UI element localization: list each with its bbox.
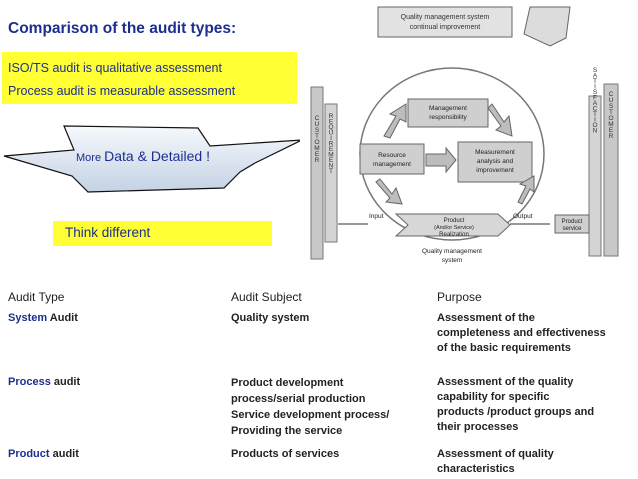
row-product-subject: Products of services: [231, 447, 339, 462]
row-process-subject: Product development process/serial produ…: [231, 375, 389, 439]
product-line-2: (And/or Service): [434, 225, 474, 231]
assessment-line-iso: ISO/TS audit is qualitative assessment: [8, 61, 222, 75]
row-process-type-rest: audit: [50, 376, 81, 388]
row-product-purpose-line: Assessment of quality: [437, 448, 554, 460]
header-audit-subject: Audit Subject: [231, 290, 302, 304]
row-process-purpose-line: Assessment of the quality: [437, 376, 574, 388]
row-system-purpose-line: of the basic requirements: [437, 342, 571, 354]
row-process-purpose: Assessment of the quality capability for…: [437, 375, 594, 435]
measurement-line-3: improvement: [476, 167, 514, 174]
header-purpose: Purpose: [437, 290, 482, 304]
arrow-resource-to-management: [383, 103, 407, 139]
row-process-purpose-line: capability for specific: [437, 391, 550, 403]
assessment-box: ISO/TS audit is qualitative assessment P…: [2, 52, 297, 104]
arrow-product-to-measurement: [517, 175, 535, 205]
row-system-subject-line: Quality system: [231, 312, 310, 324]
banner-line-1: Quality management system: [401, 14, 490, 21]
qms-line-1: Quality management: [422, 248, 482, 255]
customer-left-label: CUSTOMER: [314, 115, 321, 163]
callout-shape: [3, 125, 300, 193]
output-label: Output: [513, 213, 533, 220]
row-product-purpose: Assessment of quality characteristics: [437, 447, 554, 477]
resource-management-box: Resource management: [359, 143, 425, 175]
product-realization-arrow: [394, 213, 511, 237]
row-system-subject: Quality system: [231, 311, 309, 326]
customer-bar-right: [603, 83, 619, 257]
callout-big-text: Data & Detailed !: [104, 148, 210, 164]
row-process-purpose-line: products /product groups and: [437, 406, 595, 418]
row-product-type: Product audit: [8, 447, 79, 462]
product-line-1: Product: [444, 218, 465, 224]
think-different-text: Think different: [65, 225, 151, 240]
qms-line-2: system: [442, 257, 463, 264]
resource-line-1: Resource: [378, 152, 406, 159]
product-service-box: [554, 214, 590, 234]
requirement-bar: [324, 103, 338, 243]
row-system-type: System Audit: [8, 311, 78, 326]
customer-bar-left: [310, 86, 324, 260]
row-process-type-keyword: Process: [8, 376, 51, 388]
row-product-purpose-line: characteristics: [437, 463, 515, 475]
assessment-line-process: Process audit is measurable assessment: [8, 84, 236, 98]
management-line-2: responsibility: [429, 114, 467, 121]
management-line-1: Management: [429, 105, 467, 112]
row-system-type-keyword: System: [8, 312, 48, 324]
row-system-purpose-line: Assessment of the: [437, 312, 535, 324]
row-system-purpose: Assessment of the completeness and effec…: [437, 311, 606, 356]
arrow-resource-to-measurement: [425, 146, 457, 174]
row-system-purpose-line: completeness and effectiveness: [437, 327, 606, 339]
product-service-line-1: Product: [562, 219, 583, 225]
callout-text: More Data & Detailed !: [76, 148, 210, 166]
row-product-type-keyword: Product: [8, 448, 50, 460]
row-process-subject-line: Service development process/: [231, 409, 390, 421]
think-different-box: Think different: [53, 221, 272, 246]
measurement-analysis-box: Measurement analysis and improvement: [457, 141, 533, 183]
header-audit-type: Audit Type: [8, 290, 65, 304]
process-model-diagram: Quality management system continual impr…: [310, 6, 619, 264]
management-responsibility-box: Management responsibility: [407, 98, 489, 128]
row-process-subject-line: Product development: [231, 377, 344, 389]
arrow-resource-to-product: [375, 178, 403, 205]
measurement-line-1: Measurement: [475, 149, 515, 156]
row-process-subject-line: Providing the service: [231, 425, 343, 437]
requirement-label: REQUIREMENT: [328, 113, 335, 174]
input-label: Input: [369, 213, 384, 220]
banner-line-2: continual improvement: [410, 24, 480, 31]
product-service-line-2: service: [562, 226, 582, 232]
row-process-purpose-line: their processes: [437, 421, 519, 433]
slide-title: Comparison of the audit types:: [8, 20, 237, 37]
product-line-3: Realization: [439, 232, 469, 238]
satisfaction-bar: [588, 95, 602, 257]
row-system-type-rest: Audit: [47, 312, 78, 324]
row-process-subject-line: process/serial production: [231, 393, 366, 405]
cycle-arrows: [375, 103, 535, 205]
row-process-type: Process audit: [8, 375, 80, 390]
customer-right-label: CUSTOMER: [608, 91, 615, 139]
row-product-subject-line: Products of services: [231, 448, 340, 460]
resource-line-2: management: [373, 161, 411, 168]
continual-improvement-banner: Quality management system continual impr…: [377, 6, 571, 47]
callout-small-text: More: [76, 152, 105, 164]
input-output-flow: Input Product (And/or Service) Realizati…: [338, 213, 590, 238]
satisfaction-label: SATISFACTION: [592, 67, 599, 133]
row-product-type-rest: audit: [49, 448, 79, 460]
arrow-measurement-to-management: [487, 103, 513, 137]
measurement-line-2: analysis and: [477, 158, 514, 165]
